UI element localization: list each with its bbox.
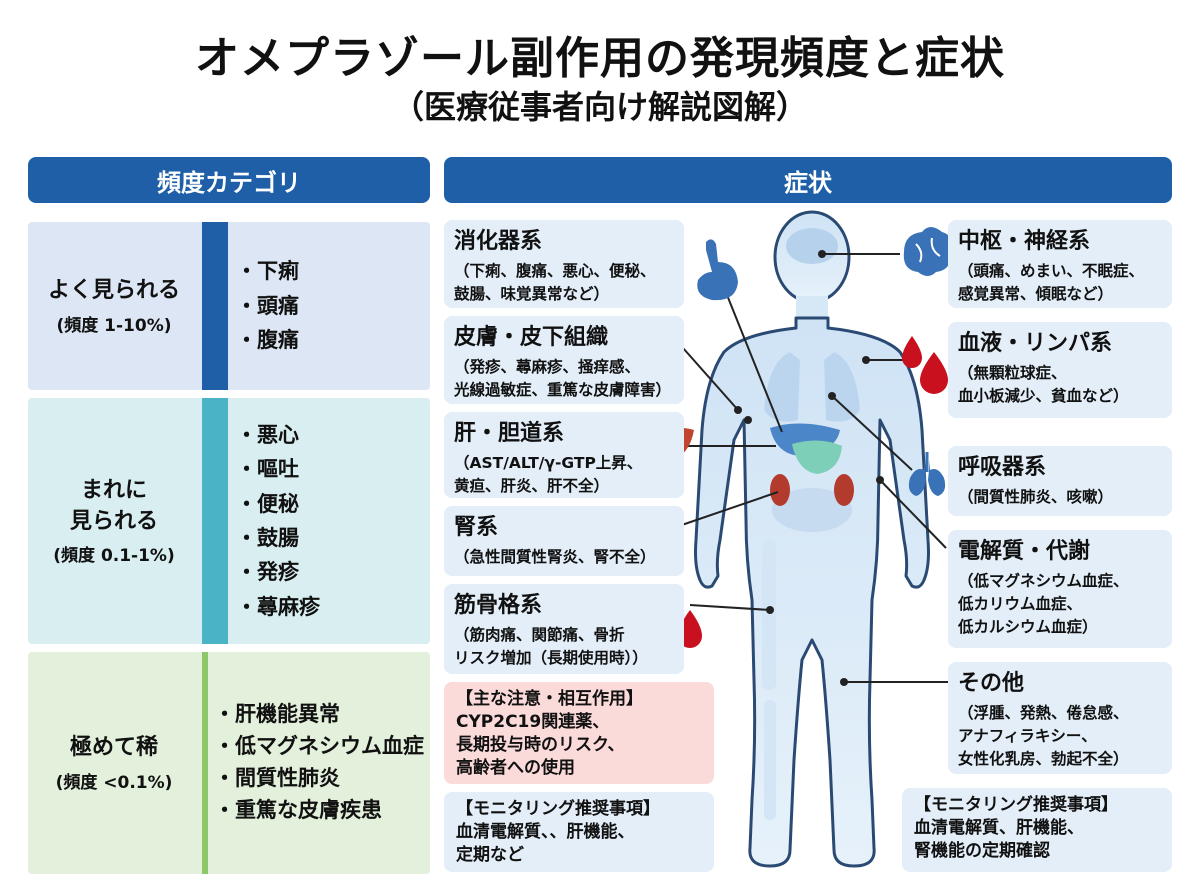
list-item: ・悪心 xyxy=(236,422,299,447)
frequency-name: よく見られる xyxy=(47,278,180,304)
page-title: オメプラゾール副作用の発現頻度と症状 xyxy=(195,33,1005,84)
frequency-symptom-list: ・悪心 ・嘔吐 ・便秘 ・鼓腸 ・発疹 ・蕁麻疹 xyxy=(236,398,430,644)
caution-title: 【主な注意・相互作用】 xyxy=(456,689,643,709)
list-item: ・腹痛 xyxy=(236,328,299,353)
frequency-stripe xyxy=(202,398,228,644)
symptom-box-musculoskeletal: 筋骨格系 （筋肉痛、関節痛、骨折 リスク増加（長期使用時）） xyxy=(444,584,684,674)
frequency-header: 頻度カテゴリ xyxy=(28,157,430,203)
stomach-icon xyxy=(697,239,738,301)
frequency-percent: (頻度 1-10%) xyxy=(56,315,172,336)
symptom-title: 中枢・神経系 xyxy=(958,229,1091,254)
symptom-box-other: その他 （浮腫、発熱、倦怠感、 アナフィラキシー、 女性化乳房、勃起不全） xyxy=(948,662,1172,774)
symptom-box-electrolyte: 電解質・代謝 （低マグネシウム血症、 低カリウム血症、 低カルシウム血症） xyxy=(948,530,1172,648)
symptom-title: 消化器系 xyxy=(454,229,543,254)
list-item: ・鼓腸 xyxy=(236,526,299,550)
symptom-desc: （下痢、腹痛、悪心、便秘、 鼓腸、味覚異常など） xyxy=(454,261,656,303)
symptom-box-nervous: 中枢・神経系 （頭痛、めまい、不眠症、 感覚異常、傾眠など） xyxy=(948,220,1172,308)
connector-dots xyxy=(734,250,884,686)
symptom-title: 腎系 xyxy=(454,515,499,540)
body-silhouette xyxy=(694,210,930,868)
symptom-box-blood: 血液・リンパ系 （無顆粒球症、 血小板減少、貧血など） xyxy=(948,322,1172,418)
frequency-name: まれに 見られる xyxy=(69,477,158,534)
connector-lines xyxy=(675,253,948,683)
brain-icon xyxy=(903,227,952,276)
list-item: ・下痢 xyxy=(236,259,299,284)
list-item: ・発疹 xyxy=(236,560,299,585)
frequency-row-common: よく見られる (頻度 1-10%) ・下痢 ・頭痛 ・腹痛 xyxy=(28,222,430,390)
symptoms-header: 症状 xyxy=(444,157,1172,203)
frequency-stripe xyxy=(202,222,228,390)
monitoring-title: 【モニタリング推奨事項】 xyxy=(914,795,1118,815)
symptom-desc: （AST/ALT/γ-GTP上昇、 黄疸、肝炎、肝不全） xyxy=(454,453,643,495)
frequency-label: よく見られる (頻度 1-10%) xyxy=(28,222,200,390)
symptom-desc: （浮腫、発熱、倦怠感、 アナフィラキシー、 女性化乳房、勃起不全） xyxy=(958,703,1129,769)
list-item: ・重篤な皮膚疾患 xyxy=(214,797,382,822)
list-item: ・蕁麻疹 xyxy=(236,594,320,619)
frequency-symptom-list: ・肝機能異常 ・低マグネシウム血症 ・間質性肺炎 ・重篤な皮膚疾患 xyxy=(214,652,428,874)
frequency-label: まれに 見られる (頻度 0.1-1%) xyxy=(28,398,200,644)
symptom-title: 筋骨格系 xyxy=(454,593,543,618)
symptom-box-kidney: 腎系 （急性間質性腎炎、腎不全） xyxy=(444,506,684,576)
frequency-name: 極めて稀 xyxy=(69,735,158,761)
list-item: ・便秘 xyxy=(236,491,299,516)
symptom-desc: （低マグネシウム血症、 低カリウム血症、 低カルシウム血症） xyxy=(958,571,1129,637)
symptom-desc: （筋肉痛、関節痛、骨折 リスク増加（長期使用時）） xyxy=(454,625,648,667)
symptom-desc: （急性間質性腎炎、腎不全） xyxy=(454,547,656,566)
lungs-icon xyxy=(908,452,946,496)
symptom-box-skin: 皮膚・皮下組織 （発疹、蕁麻疹、掻痒感、 光線過敏症、重篤な皮膚障害） xyxy=(444,316,684,404)
symptom-box-digestive: 消化器系 （下痢、腹痛、悪心、便秘、 鼓腸、味覚異常など） xyxy=(444,220,684,308)
page-subtitle: （医療従事者向け解説図解） xyxy=(391,88,808,126)
frequency-label: 極めて稀 (頻度 <0.1%) xyxy=(28,652,200,874)
symptom-title: 呼吸器系 xyxy=(958,455,1047,480)
frequency-row-very-rare: 極めて稀 (頻度 <0.1%) ・肝機能異常 ・低マグネシウム血症 ・間質性肺炎… xyxy=(28,652,430,874)
monitoring-desc: 血清電解質、肝機能、 腎機能の定期確認 xyxy=(914,817,1084,861)
list-item: ・肝機能異常 xyxy=(214,702,340,727)
symptom-desc: （間質性肺炎、咳嗽） xyxy=(958,487,1114,506)
symptom-title: 皮膚・皮下組織 xyxy=(454,325,609,350)
frequency-percent: (頻度 <0.1%) xyxy=(55,772,173,793)
symptom-box-respiratory: 呼吸器系 （間質性肺炎、咳嗽） xyxy=(948,446,1172,516)
monitoring-desc: 血清電解質、、肝機能、 定期など xyxy=(456,821,635,865)
symptom-title: 血液・リンパ系 xyxy=(958,331,1113,356)
frequency-stripe xyxy=(202,652,208,874)
list-item: ・頭痛 xyxy=(236,293,299,318)
monitoring-title: 【モニタリング推奨事項】 xyxy=(456,799,660,819)
list-item: ・低マグネシウム血症 xyxy=(214,734,424,759)
symptom-title: その他 xyxy=(958,671,1025,696)
symptom-desc: （頭痛、めまい、不眠症、 感覚異常、傾眠など） xyxy=(958,261,1145,303)
symptom-desc: （発疹、蕁麻疹、掻痒感、 光線過敏症、重篤な皮膚障害） xyxy=(454,357,672,399)
blood-drops-icon xyxy=(902,336,948,394)
caution-box: 【主な注意・相互作用】 CYP2C19関連薬、 長期投与時のリスク、 高齢者への… xyxy=(444,682,714,784)
list-item: ・間質性肺炎 xyxy=(214,766,340,790)
monitoring-box-left: 【モニタリング推奨事項】 血清電解質、、肝機能、 定期など xyxy=(444,792,714,872)
frequency-symptom-list: ・下痢 ・頭痛 ・腹痛 xyxy=(236,222,430,390)
list-item: ・嘔吐 xyxy=(236,457,299,482)
caution-desc: CYP2C19関連薬、 長期投与時のリスク、 高齢者への使用 xyxy=(456,711,625,778)
symptom-desc: （無顆粒球症、 血小板減少、貧血など） xyxy=(958,363,1129,405)
symptom-box-liver: 肝・胆道系 （AST/ALT/γ-GTP上昇、 黄疸、肝炎、肝不全） xyxy=(444,412,684,498)
monitoring-box-right: 【モニタリング推奨事項】 血清電解質、肝機能、 腎機能の定期確認 xyxy=(902,788,1172,872)
symptom-title: 肝・胆道系 xyxy=(454,421,565,446)
frequency-percent: (頻度 0.1-1%) xyxy=(53,546,175,567)
symptom-title: 電解質・代謝 xyxy=(958,539,1091,564)
frequency-row-rare: まれに 見られる (頻度 0.1-1%) ・悪心 ・嘔吐 ・便秘 ・鼓腸 ・発疹… xyxy=(28,398,430,644)
